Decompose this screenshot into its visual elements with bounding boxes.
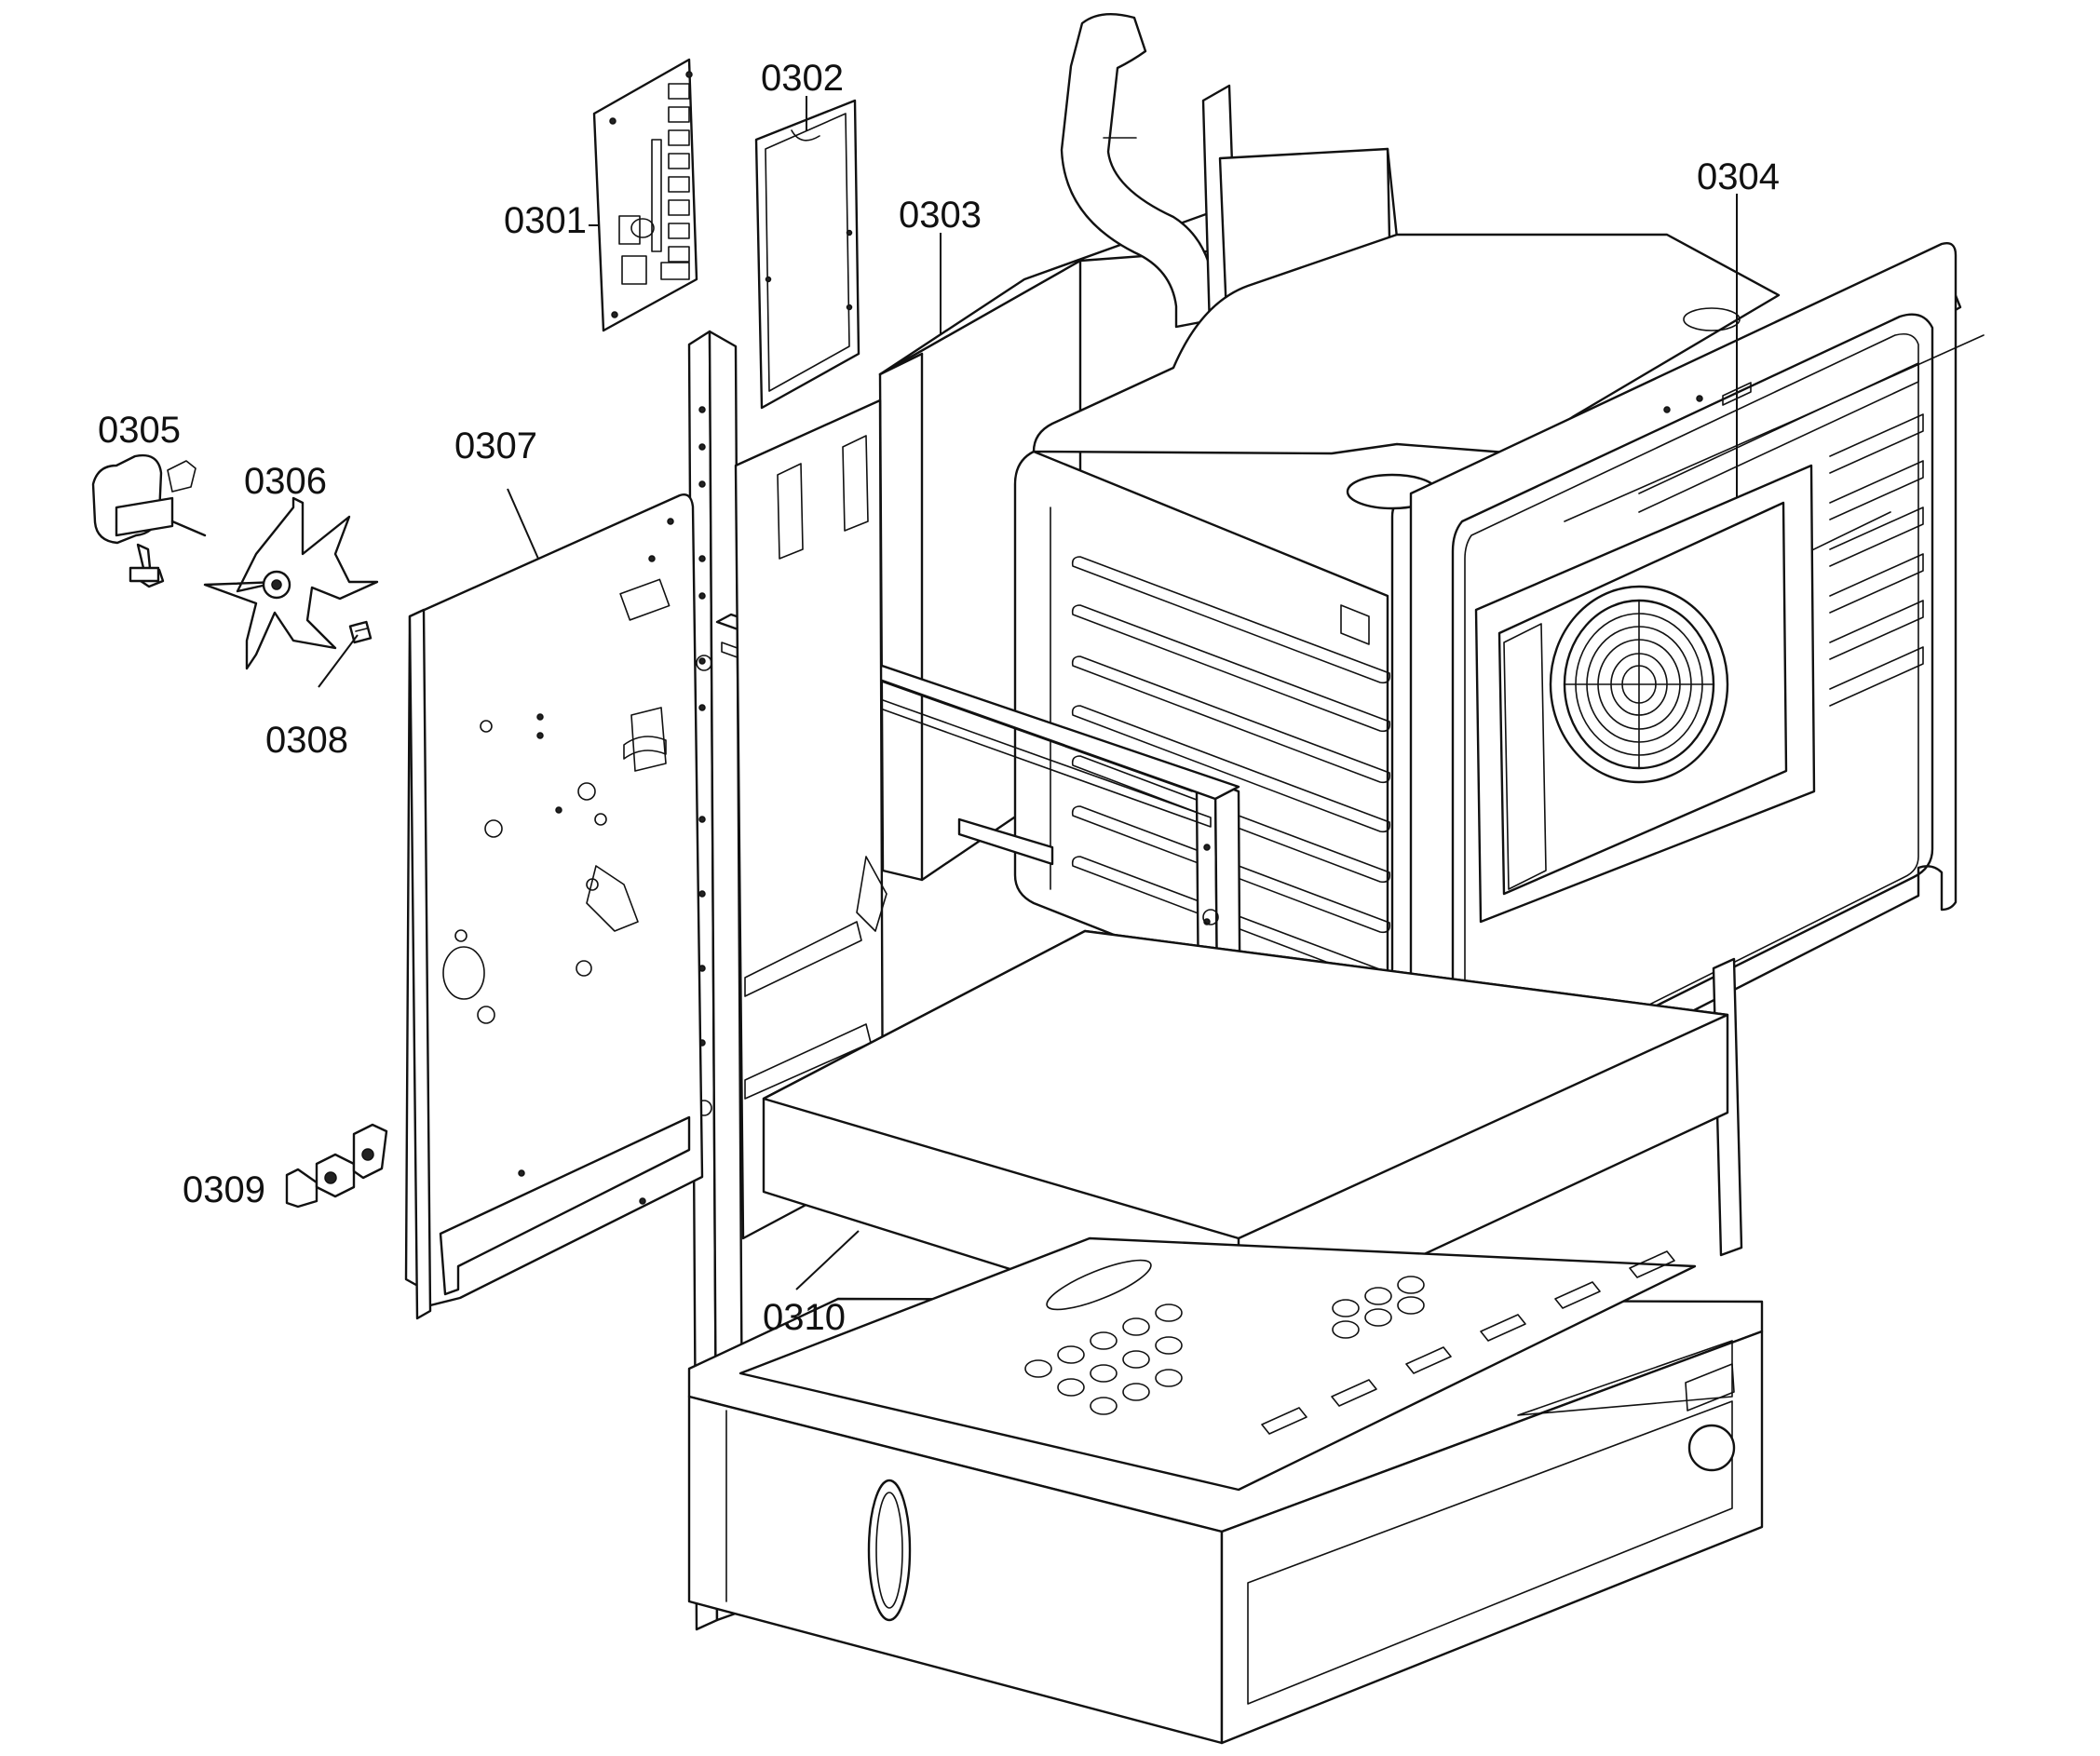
- callout-0307: 0307: [454, 425, 537, 466]
- part-0305-fan-motor: [91, 453, 207, 588]
- part-0307-side-panel: [404, 493, 704, 1320]
- part-0310-base-insulation: [762, 929, 1729, 1343]
- callout-0302: 0302: [761, 58, 844, 99]
- part-0309-terminal-block: [285, 1123, 388, 1209]
- callout-0305: 0305: [98, 410, 181, 451]
- callout-0306: 0306: [244, 461, 327, 502]
- callout-0301: 0301: [504, 200, 587, 241]
- leader-lines: [318, 96, 1738, 1290]
- part-0302-board-cover: [754, 99, 860, 410]
- rear-side-panel: [734, 398, 887, 1240]
- callout-0303: 0303: [899, 195, 982, 236]
- callout-0309: 0309: [183, 1169, 265, 1210]
- bottom-drawer-frame: [687, 1236, 1764, 1745]
- callout-labels: 0301 0302 0303 0304 0305 0306 0307 0308 …: [98, 58, 1780, 1338]
- callout-0304: 0304: [1697, 156, 1780, 197]
- callout-0308: 0308: [265, 720, 348, 761]
- part-0301-control-board: [592, 58, 698, 332]
- convection-fan: [1549, 585, 1729, 784]
- callout-0310: 0310: [763, 1297, 846, 1338]
- part-0306-fan-blade: [203, 496, 379, 670]
